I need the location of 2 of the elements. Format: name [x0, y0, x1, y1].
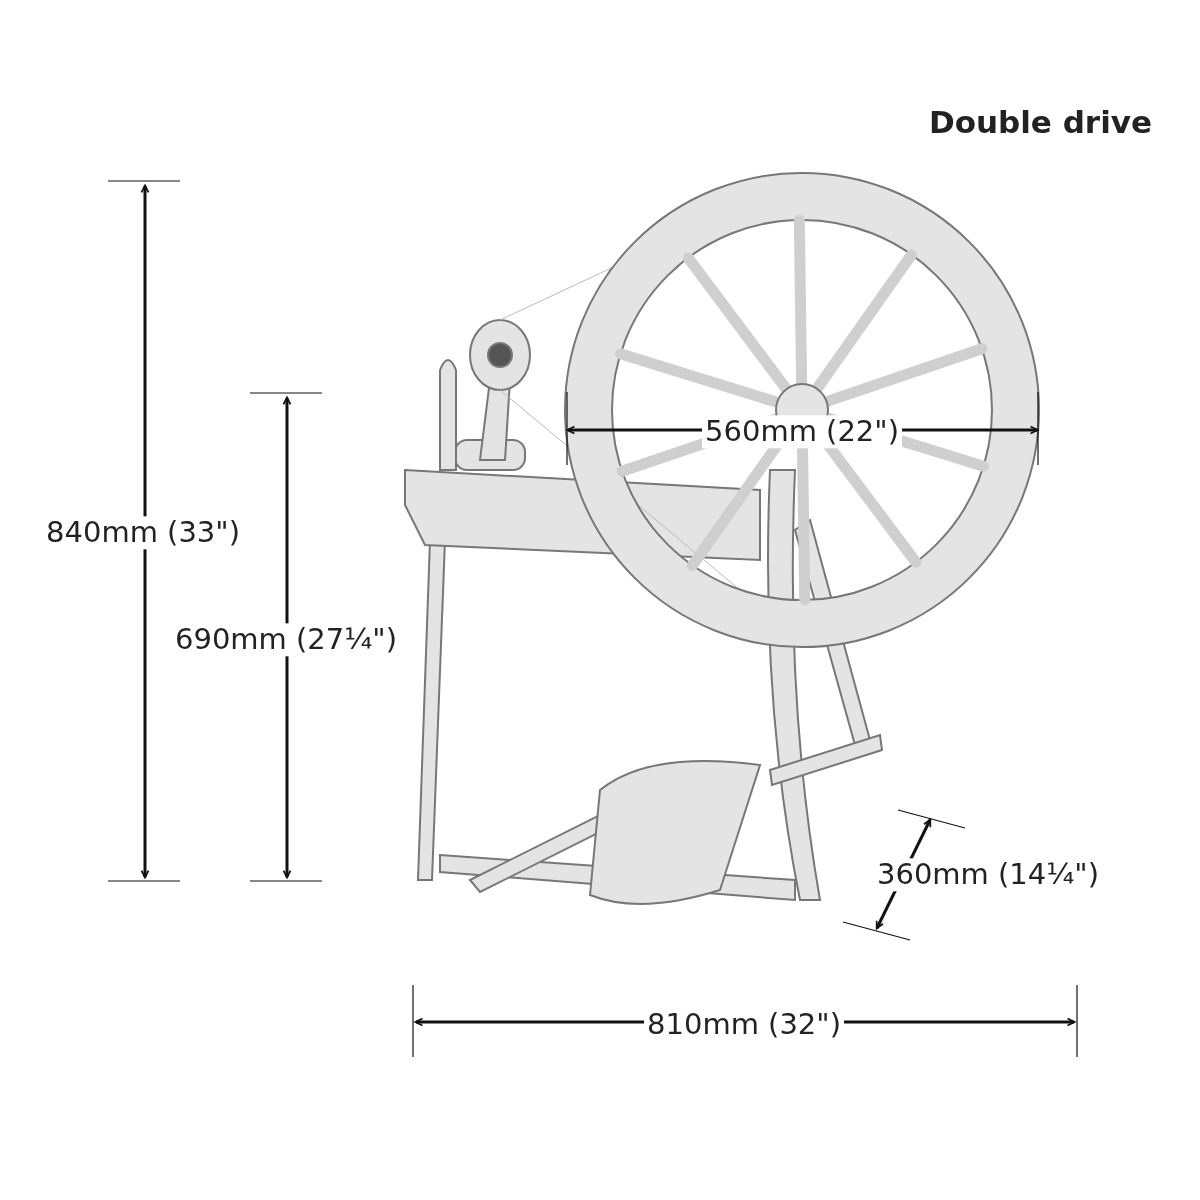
diagram-title: Double drive [928, 104, 1152, 140]
dimension-label: 560mm (22") [702, 415, 902, 449]
